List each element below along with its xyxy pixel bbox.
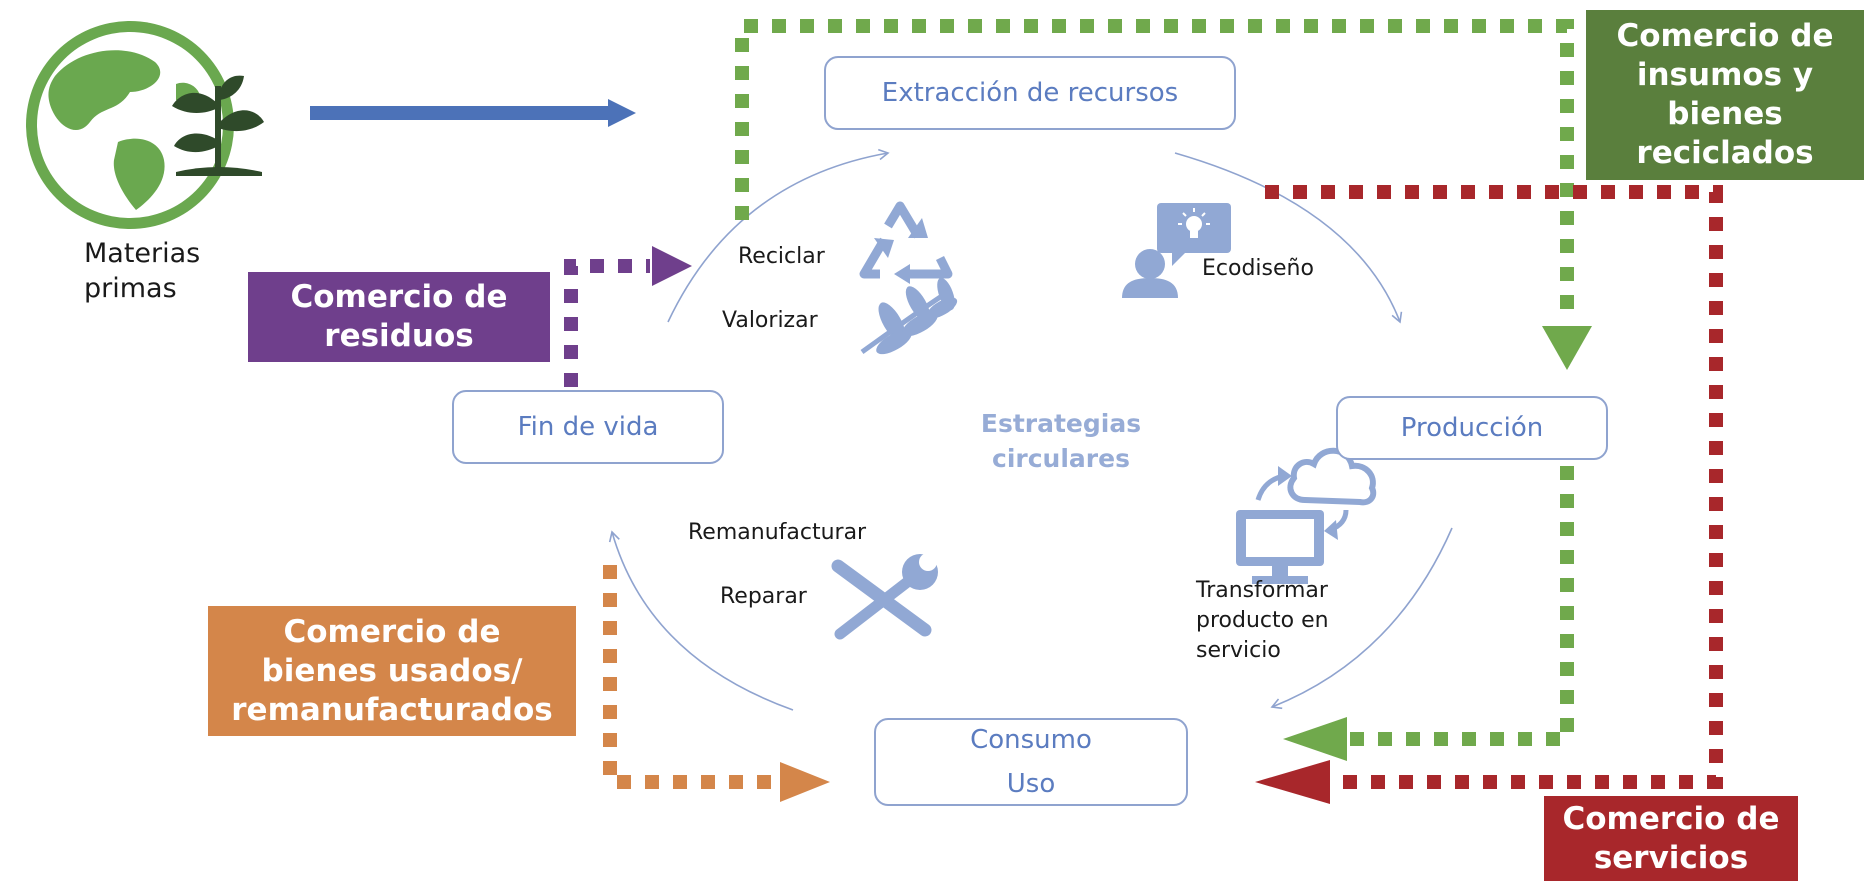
strategy-reparar: Reparar	[720, 584, 807, 609]
tag-comercio-usados-line3: remanufacturados	[231, 691, 553, 728]
strategy-valorizar: Valorizar	[722, 308, 818, 333]
strategy-remanufacturar: Remanufacturar	[688, 520, 867, 545]
purple-arrowhead-recycle	[652, 246, 692, 286]
node-consumo[interactable]: Consumo Uso	[874, 718, 1188, 806]
strategy-transformar: Transformar producto en servicio	[1196, 576, 1329, 666]
node-extraccion[interactable]: Extracción de recursos	[824, 56, 1236, 130]
raw-materials-label-line1: Materias	[84, 238, 201, 269]
purple-dotted-flow	[564, 259, 650, 387]
strategy-ecodiseno: Ecodiseño	[1202, 256, 1314, 281]
tag-comercio-usados-line1: Comercio de	[283, 613, 501, 650]
green-dotted-flow	[735, 19, 1574, 746]
green-arrowhead-consumo	[1283, 717, 1347, 761]
tag-comercio-usados-line2: bienes usados/	[261, 652, 523, 689]
node-produccion-label: Producción	[1400, 413, 1544, 443]
node-consumo-label-line2: Uso	[1006, 769, 1056, 799]
tag-comercio-usados: Comercio de bienes usados/ remanufactura…	[208, 606, 576, 736]
center-title-line2: circulares	[992, 444, 1130, 473]
tag-comercio-servicios: Comercio de servicios	[1544, 796, 1798, 881]
node-fin-de-vida-label: Fin de vida	[517, 412, 659, 442]
strategy-reciclar: Reciclar	[738, 244, 825, 269]
cycle-arc-findevida-extraccion	[667, 148, 890, 323]
globe-plant-icon	[26, 21, 264, 229]
cycle-arc-consumo-findevida	[608, 530, 794, 711]
tag-comercio-insumos: Comercio de insumos y bienes reciclados	[1586, 10, 1864, 180]
tag-comercio-insumos-line4: reciclados	[1636, 135, 1814, 171]
tag-comercio-residuos: Comercio de residuos	[248, 272, 550, 362]
tag-comercio-insumos-line1: Comercio de	[1616, 18, 1834, 54]
cycle-arc-extraction-produccion	[1174, 152, 1403, 324]
node-consumo-label-line1: Consumo	[970, 725, 1092, 755]
tag-comercio-residuos-line1: Comercio de	[290, 279, 508, 315]
recycle-icon	[859, 201, 953, 284]
strategy-transformar-line3: servicio	[1196, 638, 1281, 663]
raw-materials-arrow	[310, 99, 636, 127]
strategy-transformar-line2: producto en	[1196, 608, 1329, 633]
center-title-line1: Estrategias	[980, 409, 1142, 438]
node-extraccion-label: Extracción de recursos	[881, 78, 1179, 108]
strategy-transformar-line1: Transformar	[1196, 578, 1328, 603]
cycle-arc-produccion-consumo	[1270, 527, 1453, 710]
node-fin-de-vida[interactable]: Fin de vida	[452, 390, 724, 464]
tag-comercio-residuos-line2: residuos	[324, 318, 474, 354]
tag-comercio-servicios-line1: Comercio de	[1562, 800, 1780, 837]
tools-icon	[831, 553, 938, 640]
red-arrowhead-consumo	[1255, 760, 1330, 804]
node-produccion[interactable]: Producción	[1336, 396, 1608, 460]
raw-materials-label-line2: primas	[84, 273, 177, 304]
orange-arrowhead-consumo	[780, 762, 830, 802]
center-title: Estrategias circulares	[968, 406, 1154, 476]
tag-comercio-insumos-line2: insumos y	[1636, 57, 1814, 93]
tag-comercio-insumos-line3: bienes	[1667, 96, 1783, 132]
tag-comercio-servicios-line2: servicios	[1593, 839, 1749, 876]
idea-person-icon	[1122, 203, 1231, 298]
cloud-computer-icon	[1236, 447, 1377, 584]
raw-materials-label: Materias primas	[84, 236, 200, 306]
leaf-branch-icon	[860, 277, 958, 355]
green-arrowhead-produccion	[1542, 326, 1592, 370]
cycle-arrows	[608, 148, 1453, 711]
red-dotted-flow	[1265, 185, 1723, 789]
